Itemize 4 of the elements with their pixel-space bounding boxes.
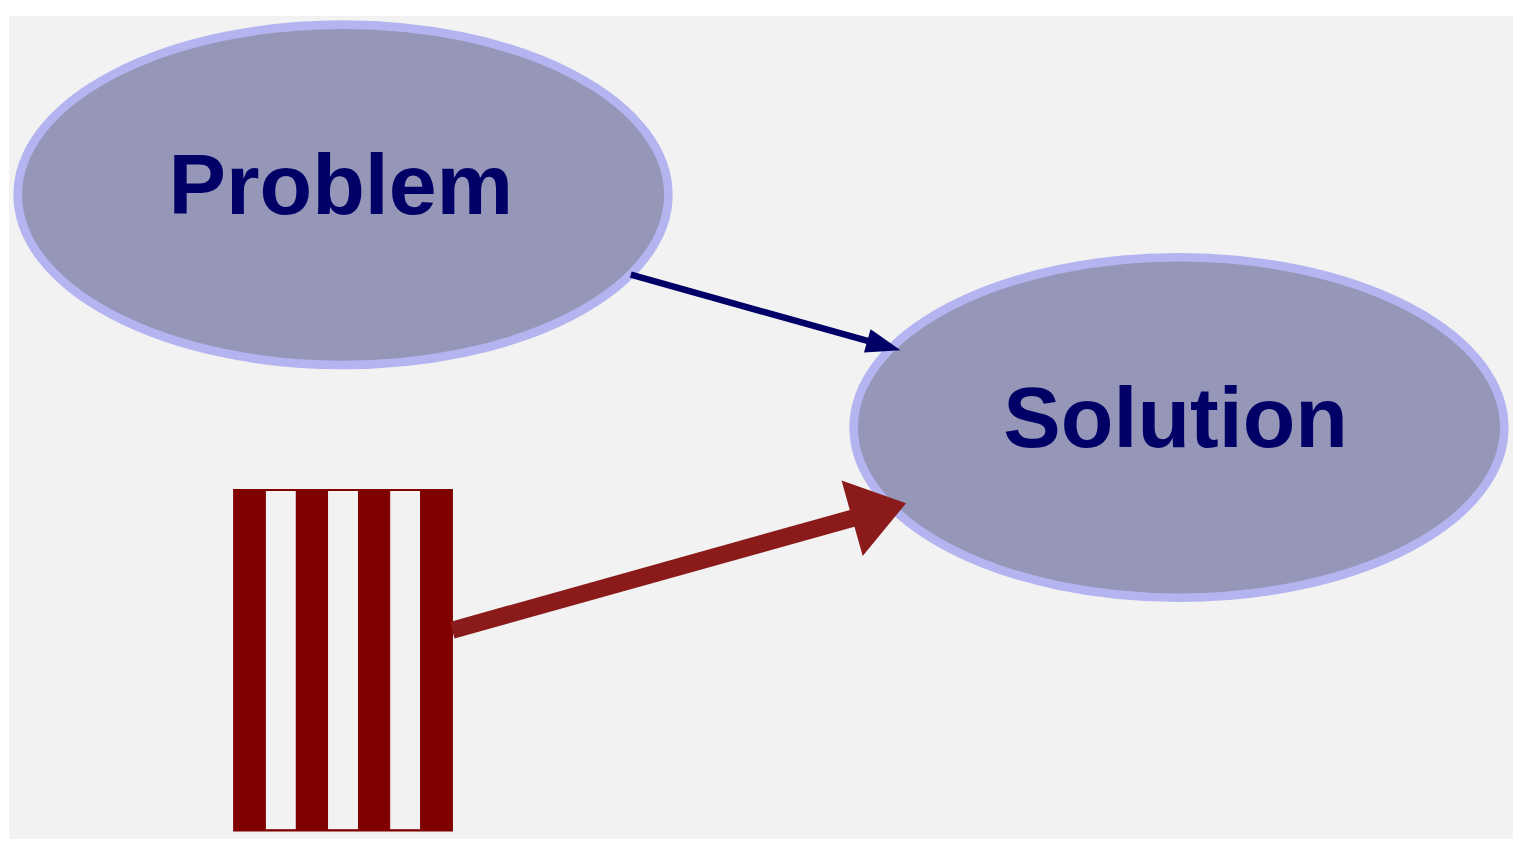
node-ellipse: Problem xyxy=(12,20,673,370)
arrow xyxy=(629,271,901,353)
node-ellipse: Solution xyxy=(848,253,1509,602)
arrow xyxy=(449,480,906,639)
